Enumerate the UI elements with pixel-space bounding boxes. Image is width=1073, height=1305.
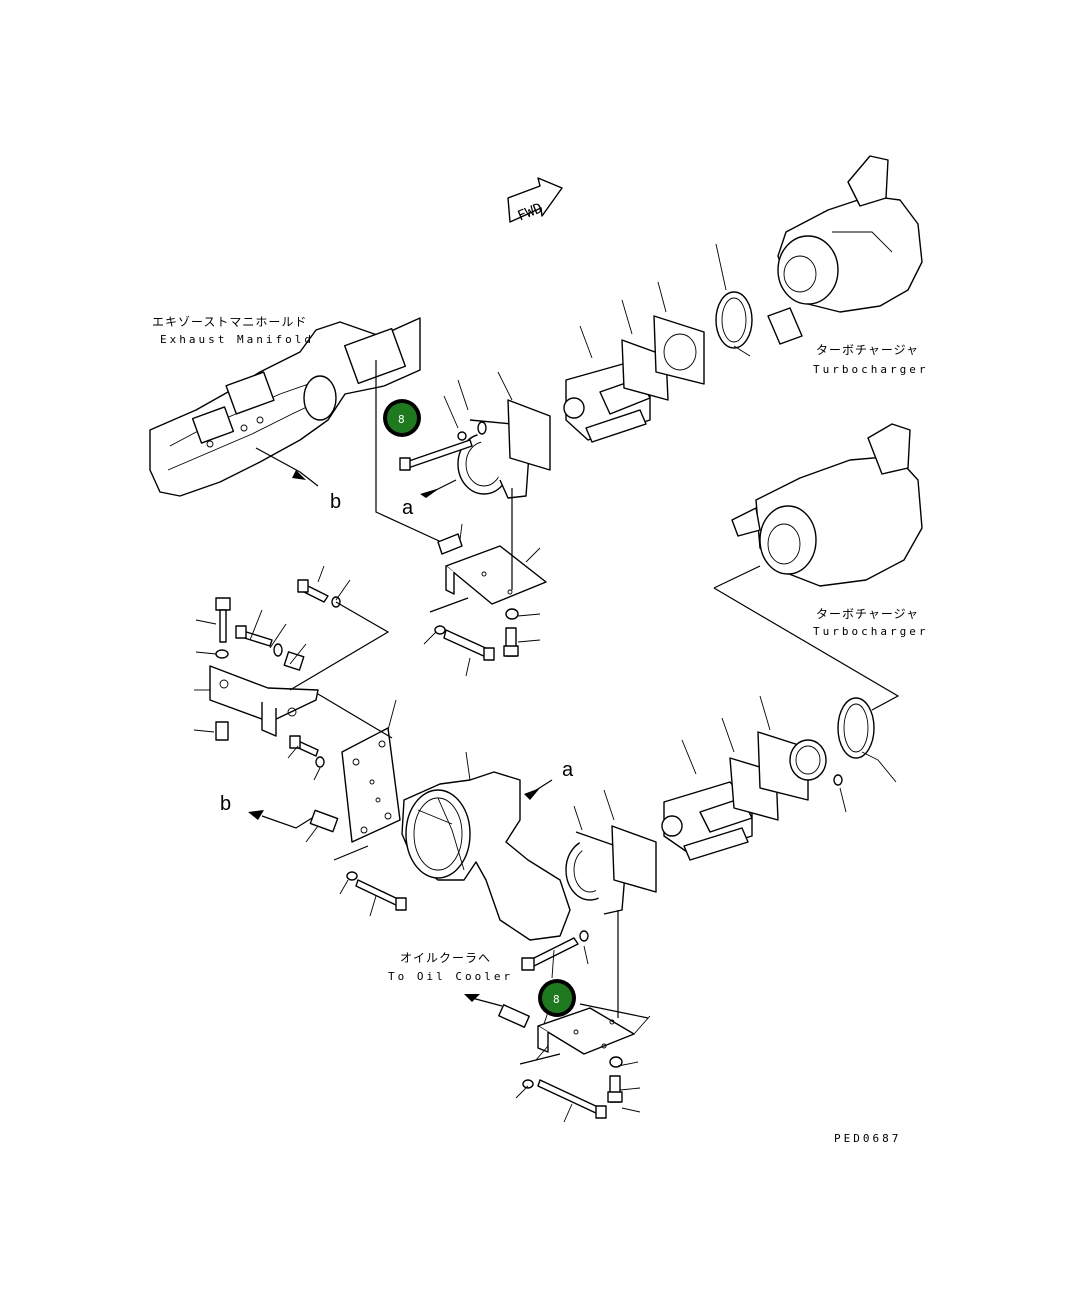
bolt [607,1075,623,1103]
ref-a-top: a [402,497,414,519]
turbocharger-mid [731,423,923,587]
turbocharger-mid-jp-label: ターボチャージャ [816,607,919,621]
spacer [283,651,305,671]
bolt [297,579,329,603]
turbocharger-top [767,155,923,345]
nut [609,1056,623,1068]
bolt [521,937,579,971]
nut [505,608,519,620]
spacer [309,809,339,833]
drawing-code: PED0687 [834,1132,901,1145]
valve-assembly-top [563,315,705,443]
callout-number: 8 [398,413,405,426]
bolt [235,625,273,647]
bolt [537,1079,607,1119]
ref-b-bottom: b [220,793,231,815]
washer [315,756,325,768]
ref-a-bottom: a [562,759,574,781]
bolt [443,629,495,661]
fwd-arrow: FWD [507,177,563,225]
washer [215,649,229,659]
exhaust-manifold-jp-label: エキゾーストマニホールド [152,315,307,329]
turbocharger-mid-en-label: Turbocharger [813,625,928,638]
support-bracket-upper [445,545,547,605]
washer [522,1079,534,1089]
washer [579,930,589,942]
ref-arrow [248,810,264,820]
bolt [437,523,463,555]
bolt [355,879,407,911]
leader-line [255,447,319,487]
callout-8-top[interactable]: 8 [383,399,421,437]
turbocharger-top-jp-label: ターボチャージャ [816,343,919,357]
washer [434,625,446,635]
washer [457,431,467,441]
bolt [503,627,519,657]
mounting-plate [341,727,401,843]
valve-assembly-bottom [661,731,827,861]
turbocharger-top-en-label: Turbocharger [813,363,928,376]
washer [273,643,283,657]
spacer [215,721,229,741]
outlet-elbow-top [457,399,551,499]
ref-arrow [292,470,306,480]
clamp-bottom [837,697,879,761]
exhaust-manifold [149,317,421,497]
ref-arrow [524,788,540,800]
oil-cooler-en-label: To Oil Cooler [388,970,513,983]
oil-cooler-jp-label: オイルクーラへ [400,951,491,965]
callout-8-bottom[interactable]: 8 [538,979,576,1017]
ref-b-top: b [330,491,341,513]
callout-number: 8 [553,993,560,1006]
washer [346,871,358,881]
connector-tube-bottom [565,825,657,915]
clamp-top [715,291,753,357]
washer [833,774,843,786]
washer [477,421,487,435]
bolt [399,439,473,471]
exhaust-manifold-en-label: Exhaust Manifold [160,333,314,346]
left-support-bracket [209,665,319,737]
bolt [215,597,231,643]
outlet-elbow-bottom [401,771,571,941]
bolt [289,735,319,757]
spacer [498,1004,530,1028]
